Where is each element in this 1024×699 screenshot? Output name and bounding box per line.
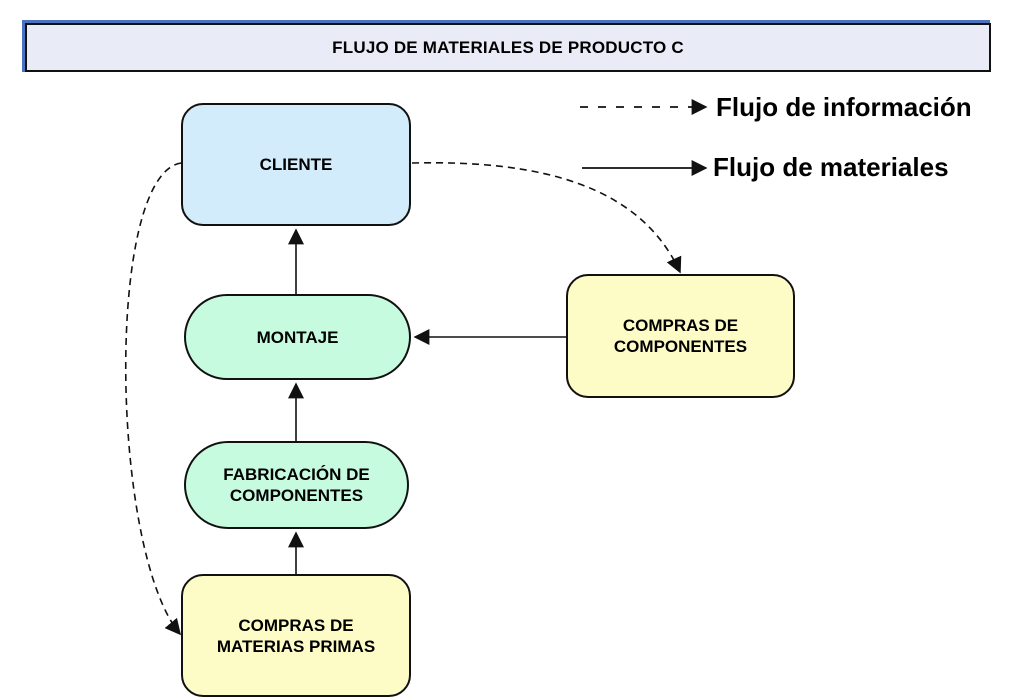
info-flow-cliente-to-compras-componentes [411, 161, 682, 274]
title-banner: FLUJO DE MATERIALES DE PRODUCTO C [22, 20, 991, 72]
node-montaje: MONTAJE [184, 294, 411, 380]
node-compras-materias-primas: COMPRAS DE MATERIAS PRIMAS [181, 574, 411, 697]
page-title: FLUJO DE MATERIALES DE PRODUCTO C [25, 23, 991, 72]
node-fabricacion-componentes: FABRICACIÓN DE COMPONENTES [184, 441, 409, 529]
info-flow-cliente-to-compras-materias [124, 162, 182, 636]
legend-materiales-label: Flujo de materiales [713, 152, 949, 182]
legend-informacion-label: Flujo de información [716, 92, 972, 122]
node-cliente: CLIENTE [181, 103, 411, 226]
node-compras-componentes: COMPRAS DE COMPONENTES [566, 274, 795, 398]
